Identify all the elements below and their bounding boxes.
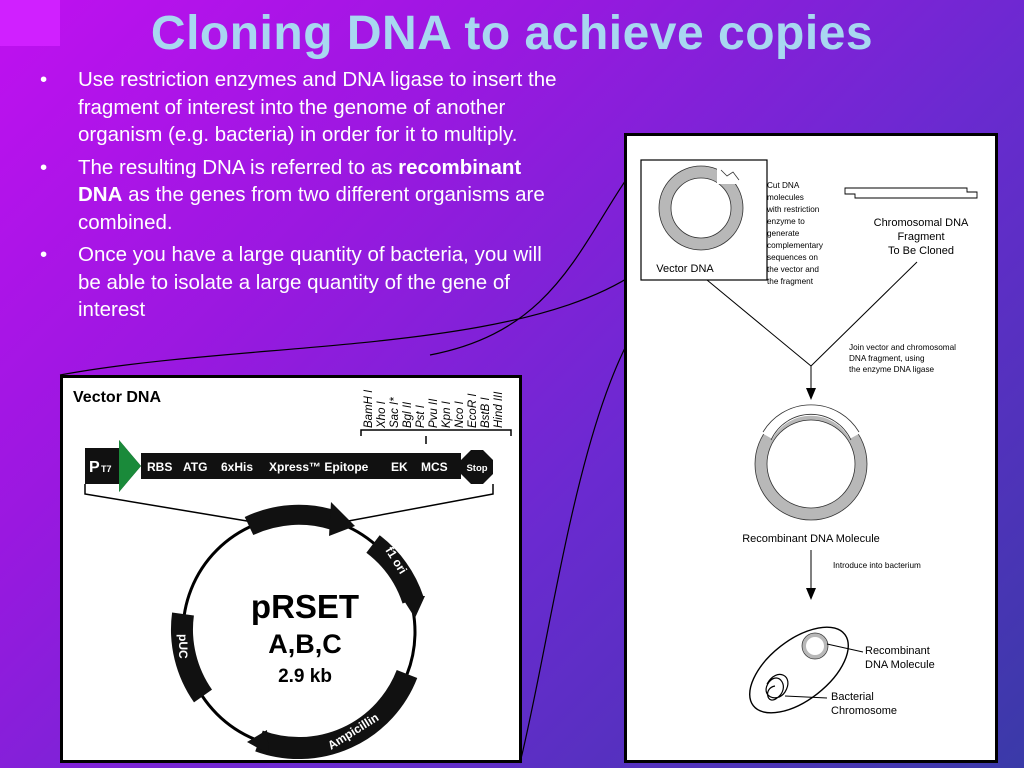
- site-psti: Pst I: [415, 404, 427, 428]
- plasmid-size: 2.9 kb: [278, 666, 332, 687]
- svg-text:the fragment: the fragment: [767, 277, 814, 286]
- strip-xpress: Xpress™ Epitope: [269, 460, 369, 474]
- svg-text:Chromosome: Chromosome: [831, 705, 897, 717]
- svg-text:the vector and: the vector and: [767, 265, 819, 274]
- cloning-workflow-svg: Vector DNA Cut DNA molecules with restri…: [640, 159, 978, 717]
- join-instructions: Join vector and chromosomal DNA fragment…: [849, 343, 956, 374]
- plasmid-name: pRSET: [251, 588, 359, 625]
- strip-atg: ATG: [183, 460, 207, 474]
- svg-text:enzyme to: enzyme to: [767, 217, 805, 226]
- promoter-sub: T7: [101, 464, 112, 474]
- vector-map-panel: Vector DNA BamH I Xho I Sac I* Bgl II Ps…: [60, 375, 522, 763]
- bullet-item: •Use restriction enzymes and DNA ligase …: [40, 68, 557, 146]
- svg-text:To Be Cloned: To Be Cloned: [888, 245, 954, 257]
- svg-text:Cut DNA: Cut DNA: [767, 181, 800, 190]
- site-hindiii: Hind III: [493, 391, 505, 428]
- expression-strip-labels: RBS ATG 6xHis Xpress™ Epitope EK MCS: [147, 460, 448, 474]
- site-kpni: Kpn I: [441, 400, 453, 428]
- strip-mcs: MCS: [421, 460, 448, 474]
- bacterial-chromosome: [765, 673, 789, 701]
- svg-text:sequences on: sequences on: [767, 253, 818, 262]
- bullet-text-1: Use restriction enzymes and DNA ligase t…: [78, 68, 557, 146]
- f1-ori-arc: [366, 535, 424, 604]
- ampicillin-arc: [255, 669, 418, 760]
- stop-label: Stop: [466, 463, 487, 474]
- site-pvuii: Pvu II: [428, 398, 440, 428]
- bullet-text-2b: as the genes from two different organism…: [78, 183, 545, 234]
- arrow-down-icon: [806, 388, 816, 400]
- svg-text:molecules: molecules: [767, 193, 804, 202]
- corner-accent: [0, 0, 60, 46]
- cut-instructions: Cut DNA molecules with restriction enzym…: [766, 181, 824, 286]
- vector-dna-box: [640, 159, 768, 281]
- site-bglii: Bgl II: [402, 401, 414, 428]
- site-xhoi: Xho I: [376, 400, 388, 429]
- vector-ring: [658, 162, 744, 251]
- strip-6xhis: 6xHis: [221, 460, 253, 474]
- svg-text:DNA fragment, using: DNA fragment, using: [849, 354, 925, 363]
- promoter-label: P: [89, 459, 100, 476]
- restriction-site-labels: BamH I Xho I Sac I* Bgl II Pst I Pvu II …: [363, 389, 505, 429]
- svg-text:with restriction: with restriction: [766, 205, 820, 214]
- mcs-feature-arc: [244, 504, 336, 536]
- stop-octagon: Stop: [461, 450, 493, 484]
- svg-text:Fragment: Fragment: [897, 231, 944, 243]
- recombinant-label-2: Recombinant DNA Molecule: [865, 645, 935, 671]
- svg-text:complementary: complementary: [767, 241, 824, 250]
- svg-text:Recombinant: Recombinant: [865, 645, 930, 657]
- introduce-text: Introduce into bacterium: [833, 561, 921, 570]
- recombinant-label: Recombinant DNA Molecule: [742, 533, 880, 545]
- bullet-text-2a: The resulting DNA is referred to as: [78, 155, 399, 179]
- promoter-arrow: P T7: [85, 440, 141, 492]
- svg-text:Join vector and chromosomal: Join vector and chromosomal: [849, 343, 956, 352]
- recombinant-ring: [754, 403, 868, 521]
- bacterial-plasmid: [802, 633, 828, 659]
- strip-ek: EK: [391, 460, 408, 474]
- bullet-item: •The resulting DNA is referred to as rec…: [40, 155, 545, 234]
- bullet-keyword: recombinant DNA: [78, 155, 522, 207]
- bullet-text-3: Once you have a large quantity of bacter…: [78, 243, 542, 321]
- vector-map-heading: Vector DNA: [73, 389, 161, 406]
- svg-text:DNA Molecule: DNA Molecule: [865, 659, 935, 671]
- puc-arc: [170, 612, 213, 703]
- vector-map-svg: Vector DNA BamH I Xho I Sac I* Bgl II Ps…: [73, 389, 512, 760]
- site-saci: Sac I*: [389, 397, 401, 428]
- bullet-list: •Use restriction enzymes and DNA ligase …: [38, 66, 568, 329]
- strip-rbs: RBS: [147, 460, 172, 474]
- bacterial-chromosome-label: Bacterial Chromosome: [831, 691, 897, 717]
- svg-text:the enzyme DNA ligase: the enzyme DNA ligase: [849, 365, 935, 374]
- vector-dna-label: Vector DNA: [656, 263, 714, 275]
- chromosomal-fragment: [844, 187, 978, 199]
- plasmid-variants: A,B,C: [268, 629, 342, 659]
- site-bamhi: BamH I: [363, 389, 375, 428]
- site-bstbi: BstB I: [480, 397, 492, 428]
- puc-label: pUC: [176, 634, 190, 659]
- svg-text:Chromosomal DNA: Chromosomal DNA: [874, 217, 969, 229]
- expression-strip: [141, 453, 461, 479]
- slide-title: Cloning DNA to achieve copies: [150, 7, 874, 60]
- svg-text:generate: generate: [767, 229, 800, 238]
- bullet-item: •Once you have a large quantity of bacte…: [40, 243, 542, 321]
- cloning-workflow-panel: Vector DNA Cut DNA molecules with restri…: [624, 133, 998, 763]
- fragment-label: Chromosomal DNA Fragment To Be Cloned: [874, 217, 969, 257]
- site-ecori: EcoR I: [467, 393, 479, 428]
- arrow-down-icon: [806, 588, 816, 600]
- svg-text:Bacterial: Bacterial: [831, 691, 874, 703]
- site-ncoi: Nco I: [454, 400, 466, 428]
